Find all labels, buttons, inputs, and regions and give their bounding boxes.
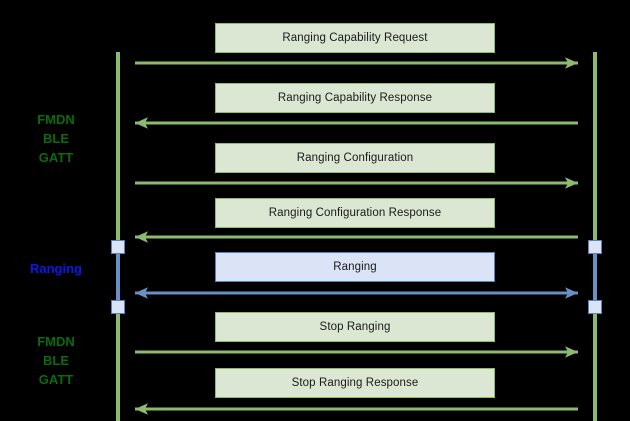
phase-label-2: Ranging: [30, 261, 82, 276]
message-box-4[interactable]: Ranging Configuration Response: [215, 198, 495, 228]
right-activation-node-1[interactable]: [588, 240, 602, 254]
left-activation-node-2[interactable]: [111, 300, 125, 314]
message-arrow-1: [0, 56, 630, 70]
left-activation-bar: [116, 247, 120, 307]
right-activation-node-2[interactable]: [588, 300, 602, 314]
message-label: Ranging Configuration Response: [268, 207, 442, 219]
message-label: Ranging Capability Request: [282, 32, 428, 44]
message-label: Ranging: [333, 261, 377, 273]
phase-label-3: FMDN BLE GATT: [37, 334, 75, 387]
message-box-3[interactable]: Ranging Configuration: [215, 143, 495, 173]
message-label: Stop Ranging: [319, 321, 391, 333]
phase-label-1: FMDN BLE GATT: [37, 112, 75, 165]
message-arrow-4: [0, 230, 630, 244]
message-arrow-5: [0, 286, 630, 300]
message-label: Stop Ranging Response: [291, 377, 419, 389]
right-activation-bar: [593, 247, 597, 307]
message-arrow-3: [0, 176, 630, 190]
message-label: Ranging Capability Response: [277, 92, 433, 104]
left-activation-node-1[interactable]: [111, 240, 125, 254]
message-box-5[interactable]: Ranging: [215, 252, 495, 282]
message-box-1[interactable]: Ranging Capability Request: [215, 23, 495, 53]
message-box-6[interactable]: Stop Ranging: [215, 312, 495, 342]
message-box-7[interactable]: Stop Ranging Response: [215, 368, 495, 398]
message-label: Ranging Configuration: [296, 152, 414, 164]
right-lifeline: [593, 52, 597, 421]
message-box-2[interactable]: Ranging Capability Response: [215, 83, 495, 113]
message-arrow-7: [0, 402, 630, 416]
left-lifeline: [116, 52, 120, 421]
